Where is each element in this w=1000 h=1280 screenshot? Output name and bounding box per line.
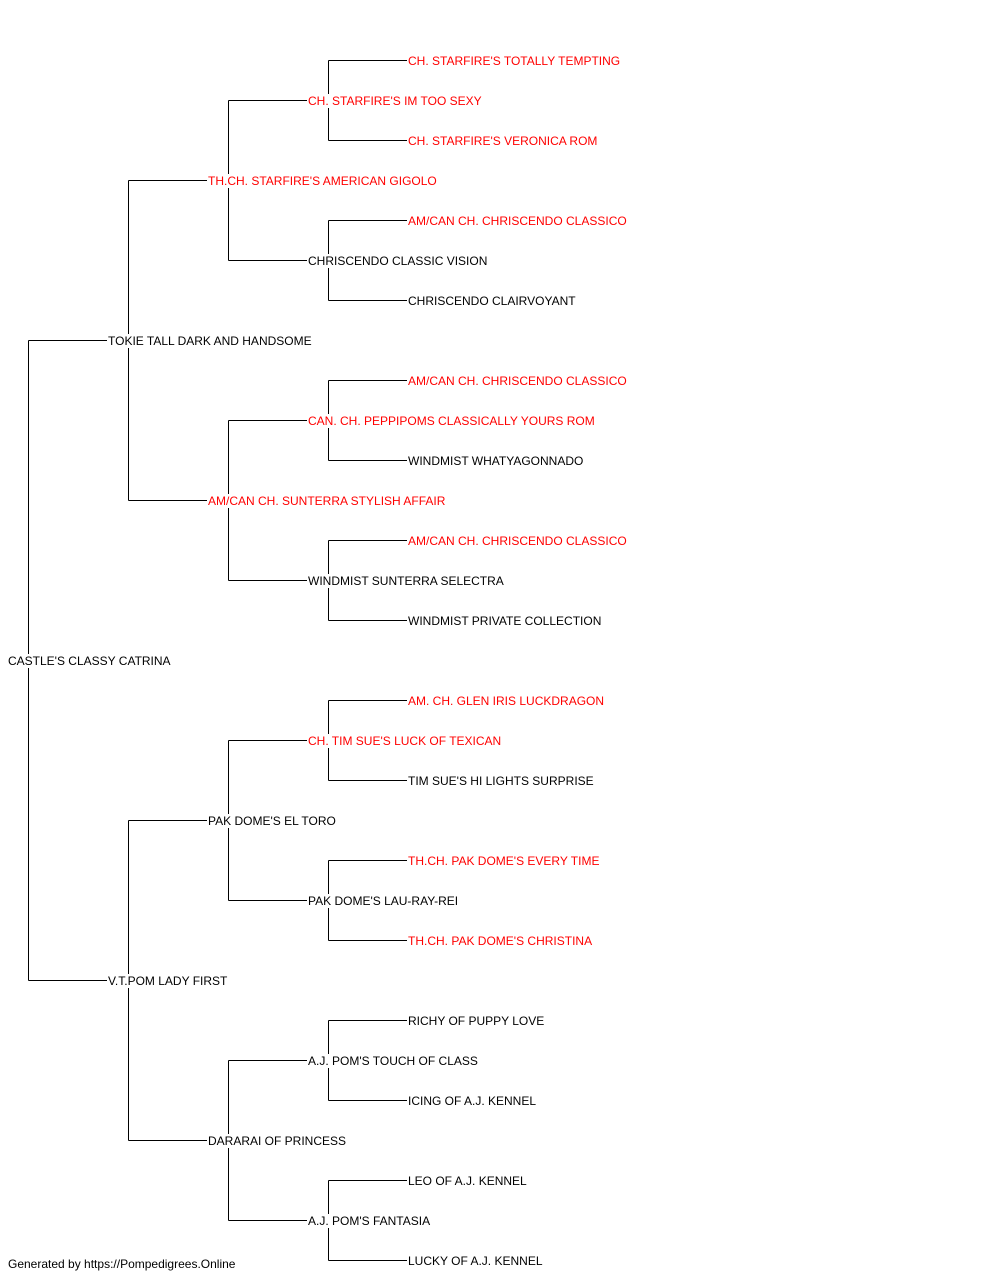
ancestor-name: DARARAI OF PRINCESS: [207, 1133, 348, 1148]
ancestor-name: CHRISCENDO CLAIRVOYANT: [407, 293, 577, 308]
ancestor-name: AM/CAN CH. CHRISCENDO CLASSICO: [407, 213, 628, 228]
subject-dog-name: CASTLE'S CLASSY CATRINA: [7, 653, 172, 668]
ancestor-name: AM. CH. GLEN IRIS LUCKDRAGON: [407, 693, 606, 708]
ancestor-name: CAN. CH. PEPPIPOMS CLASSICALLY YOURS ROM: [307, 413, 596, 428]
ancestor-name: CH. STARFIRE'S IM TOO SEXY: [307, 93, 483, 108]
ancestor-name: CHRISCENDO CLASSIC VISION: [307, 253, 489, 268]
ancestor-name: TOKIE TALL DARK AND HANDSOME: [107, 333, 313, 348]
ancestor-name: TH.CH. PAK DOME'S CHRISTINA: [407, 933, 594, 948]
ancestor-name: LEO OF A.J. KENNEL: [407, 1173, 528, 1188]
ancestor-name: WINDMIST WHATYAGONNADO: [407, 453, 585, 468]
ancestor-name: CH. STARFIRE'S VERONICA ROM: [407, 133, 599, 148]
ancestor-name: AM/CAN CH. CHRISCENDO CLASSICO: [407, 373, 628, 388]
ancestor-name: TH.CH. STARFIRE'S AMERICAN GIGOLO: [207, 173, 438, 188]
ancestor-name: WINDMIST SUNTERRA SELECTRA: [307, 573, 505, 588]
ancestor-name: LUCKY OF A.J. KENNEL: [407, 1253, 544, 1268]
ancestor-name: CH. STARFIRE'S TOTALLY TEMPTING: [407, 53, 622, 68]
ancestor-name: AM/CAN CH. CHRISCENDO CLASSICO: [407, 533, 628, 548]
ancestor-name: A.J. POM'S TOUCH OF CLASS: [307, 1053, 479, 1068]
ancestor-name: TIM SUE'S HI LIGHTS SURPRISE: [407, 773, 595, 788]
ancestor-name: V.T.POM LADY FIRST: [107, 973, 229, 988]
ancestor-name: ICING OF A.J. KENNEL: [407, 1093, 538, 1108]
ancestor-name: TH.CH. PAK DOME'S EVERY TIME: [407, 853, 601, 868]
ancestor-name: CH. TIM SUE'S LUCK OF TEXICAN: [307, 733, 503, 748]
ancestor-name: WINDMIST PRIVATE COLLECTION: [407, 613, 603, 628]
ancestor-name: PAK DOME'S LAU-RAY-REI: [307, 893, 460, 908]
ancestor-name: PAK DOME'S EL TORO: [207, 813, 337, 828]
ancestor-name: AM/CAN CH. SUNTERRA STYLISH AFFAIR: [207, 493, 447, 508]
ancestor-name: A.J. POM'S FANTASIA: [307, 1213, 432, 1228]
footer-credit: Generated by https://Pompedigrees.Online: [8, 1257, 236, 1271]
ancestor-name: RICHY OF PUPPY LOVE: [407, 1013, 546, 1028]
